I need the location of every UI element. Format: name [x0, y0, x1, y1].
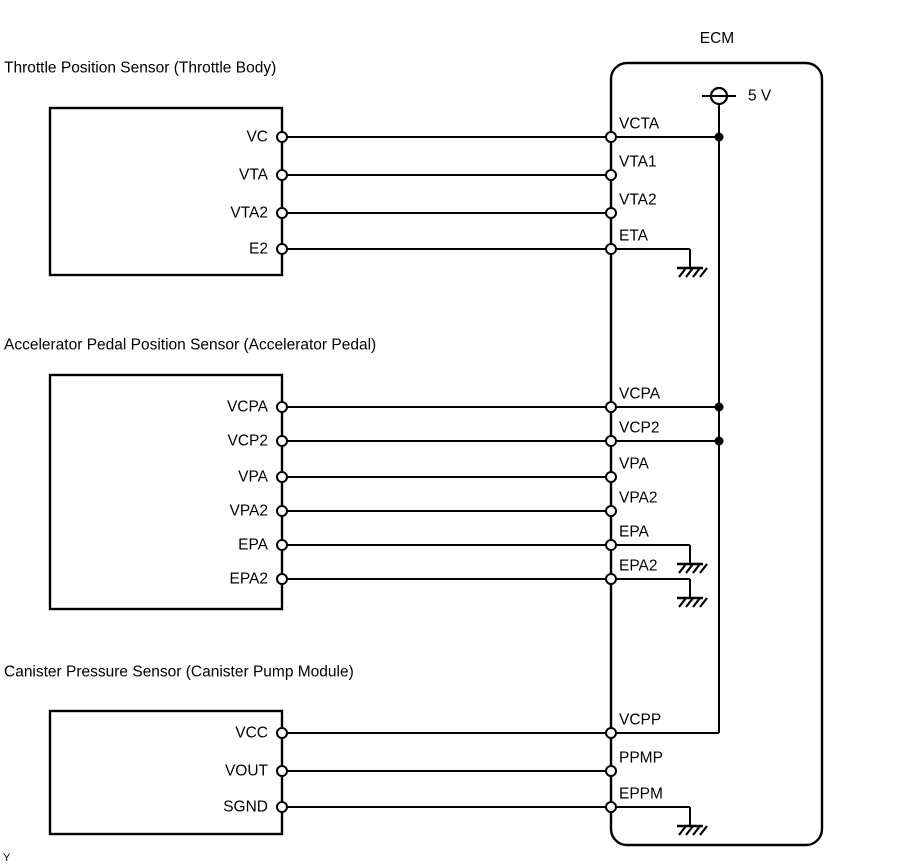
- ecm-terminal-label-vcta: VCTA: [619, 115, 660, 133]
- ecm-enclosure: [609, 61, 824, 847]
- ground-symbol-epa2-hatch: [692, 597, 701, 608]
- ground-symbol-epa-hatch: [678, 563, 687, 574]
- terminal-ecm-ppmp[interactable]: [605, 765, 617, 777]
- terminal-sensor-vpa2[interactable]: [276, 505, 288, 517]
- ground-symbol-epa-hatch: [699, 563, 708, 574]
- supply-voltage-label: 5 V: [748, 87, 772, 105]
- junction-dot-vcp2: [714, 436, 724, 446]
- sensor-terminal-label-vpa: VPA: [238, 468, 268, 486]
- ecm-terminal-label-vcp2: VCP2: [619, 419, 660, 437]
- ground-symbol-eppm-hatch: [678, 825, 687, 836]
- sensor-terminal-label-vcc: VCC: [235, 724, 268, 742]
- terminal-sensor-vpa[interactable]: [276, 471, 288, 483]
- ground-symbol-epa: [677, 562, 708, 574]
- terminal-ecm-vcpp[interactable]: [605, 727, 617, 739]
- terminal-sensor-epa[interactable]: [276, 539, 288, 551]
- terminal-ecm-vpa2[interactable]: [605, 505, 617, 517]
- terminal-sensor-sgnd[interactable]: [276, 801, 288, 813]
- terminal-ecm-eppm[interactable]: [605, 801, 617, 813]
- sensor-terminal-label-e2: E2: [249, 240, 268, 258]
- section-title-throttle-position-sensor: Throttle Position Sensor (Throttle Body): [4, 59, 277, 77]
- ecm-terminal-label-vpa2: VPA2: [619, 489, 658, 507]
- section-title-accelerator-pedal-position-sensor: Accelerator Pedal Position Sensor (Accel…: [4, 336, 377, 354]
- sensor-terminal-label-vta2: VTA2: [230, 204, 268, 222]
- junction-dot-vcpa: [714, 402, 724, 412]
- ecm-terminal-label-eppm: EPPM: [619, 785, 663, 803]
- ground-symbol-epa-hatch: [685, 563, 694, 574]
- ecm-terminal-label-epa2: EPA2: [619, 557, 658, 575]
- ground-symbol-epa2-hatch: [685, 597, 694, 608]
- sensor-box-accelerator-pedal-position-sensor: [48, 373, 284, 611]
- ground-symbol-epa2-hatch: [699, 597, 708, 608]
- ground-symbol-epa2-hatch: [678, 597, 687, 608]
- terminal-sensor-vc[interactable]: [276, 131, 288, 143]
- ecm-terminal-label-vcpp: VCPP: [619, 711, 662, 729]
- ground-symbol-epa-hatch: [692, 563, 701, 574]
- ground-symbol-eta-hatch: [699, 267, 708, 278]
- corner-mark: Y: [3, 852, 11, 864]
- ground-symbol-eppm: [677, 824, 708, 836]
- sensor-terminal-label-sgnd: SGND: [223, 798, 268, 816]
- terminal-sensor-epa2[interactable]: [276, 573, 288, 585]
- ecm-terminal-label-vcpa: VCPA: [619, 385, 661, 403]
- terminal-ecm-vpa[interactable]: [605, 471, 617, 483]
- ecm-terminal-label-eta: ETA: [619, 227, 648, 245]
- terminal-sensor-vta2[interactable]: [276, 207, 288, 219]
- terminal-ecm-vcp2[interactable]: [605, 435, 617, 447]
- sensor-terminal-label-vcpa: VCPA: [226, 398, 268, 416]
- sensor-terminal-label-vta: VTA: [239, 166, 268, 184]
- ecm-terminal-label-vta1: VTA1: [619, 153, 657, 171]
- terminal-sensor-vout[interactable]: [276, 765, 288, 777]
- terminal-ecm-epa2[interactable]: [605, 573, 617, 585]
- ground-symbol-eta: [677, 266, 708, 278]
- terminal-ecm-eta[interactable]: [605, 243, 617, 255]
- ground-symbol-epa2: [677, 596, 708, 608]
- ecm-terminal-label-epa: EPA: [619, 523, 649, 541]
- terminal-ecm-vcpa[interactable]: [605, 401, 617, 413]
- ecm-terminal-label-ppmp: PPMP: [619, 749, 663, 767]
- sensor-terminal-label-vout: VOUT: [224, 762, 268, 780]
- ground-symbol-eta-hatch: [685, 267, 694, 278]
- ground-symbol-eppm-hatch: [699, 825, 708, 836]
- terminal-ecm-vcta[interactable]: [605, 131, 617, 143]
- terminal-sensor-vcpa[interactable]: [276, 401, 288, 413]
- sensor-terminal-label-epa2: EPA2: [229, 570, 269, 588]
- terminal-sensor-vcp2[interactable]: [276, 435, 288, 447]
- terminal-ecm-epa[interactable]: [605, 539, 617, 551]
- terminal-sensor-vcc[interactable]: [276, 727, 288, 739]
- ground-symbol-eta-hatch: [678, 267, 687, 278]
- ecm-title: ECM: [699, 30, 735, 47]
- junction-dot-vcta: [714, 132, 724, 142]
- ground-symbol-eppm-hatch: [685, 825, 694, 836]
- ground-symbol-eppm-hatch: [692, 825, 701, 836]
- section-title-canister-pressure-sensor: Canister Pressure Sensor (Canister Pump …: [4, 663, 354, 681]
- sensor-terminal-label-vcp2: VCP2: [227, 432, 269, 450]
- terminal-ecm-vta2[interactable]: [605, 207, 617, 219]
- sensor-terminal-label-vpa2: VPA2: [229, 502, 269, 520]
- ground-symbol-eta-hatch: [692, 267, 701, 278]
- ecm-terminal-label-vpa: VPA: [619, 455, 649, 473]
- sensor-box-throttle-position-sensor: [48, 106, 284, 277]
- sensor-terminal-label-vc: VC: [246, 128, 268, 146]
- sensor-terminal-label-epa: EPA: [238, 536, 268, 554]
- terminal-ecm-vta1[interactable]: [605, 169, 617, 181]
- ecm-terminal-label-vta2: VTA2: [619, 191, 657, 209]
- terminal-sensor-e2[interactable]: [276, 243, 288, 255]
- terminal-sensor-vta[interactable]: [276, 169, 288, 181]
